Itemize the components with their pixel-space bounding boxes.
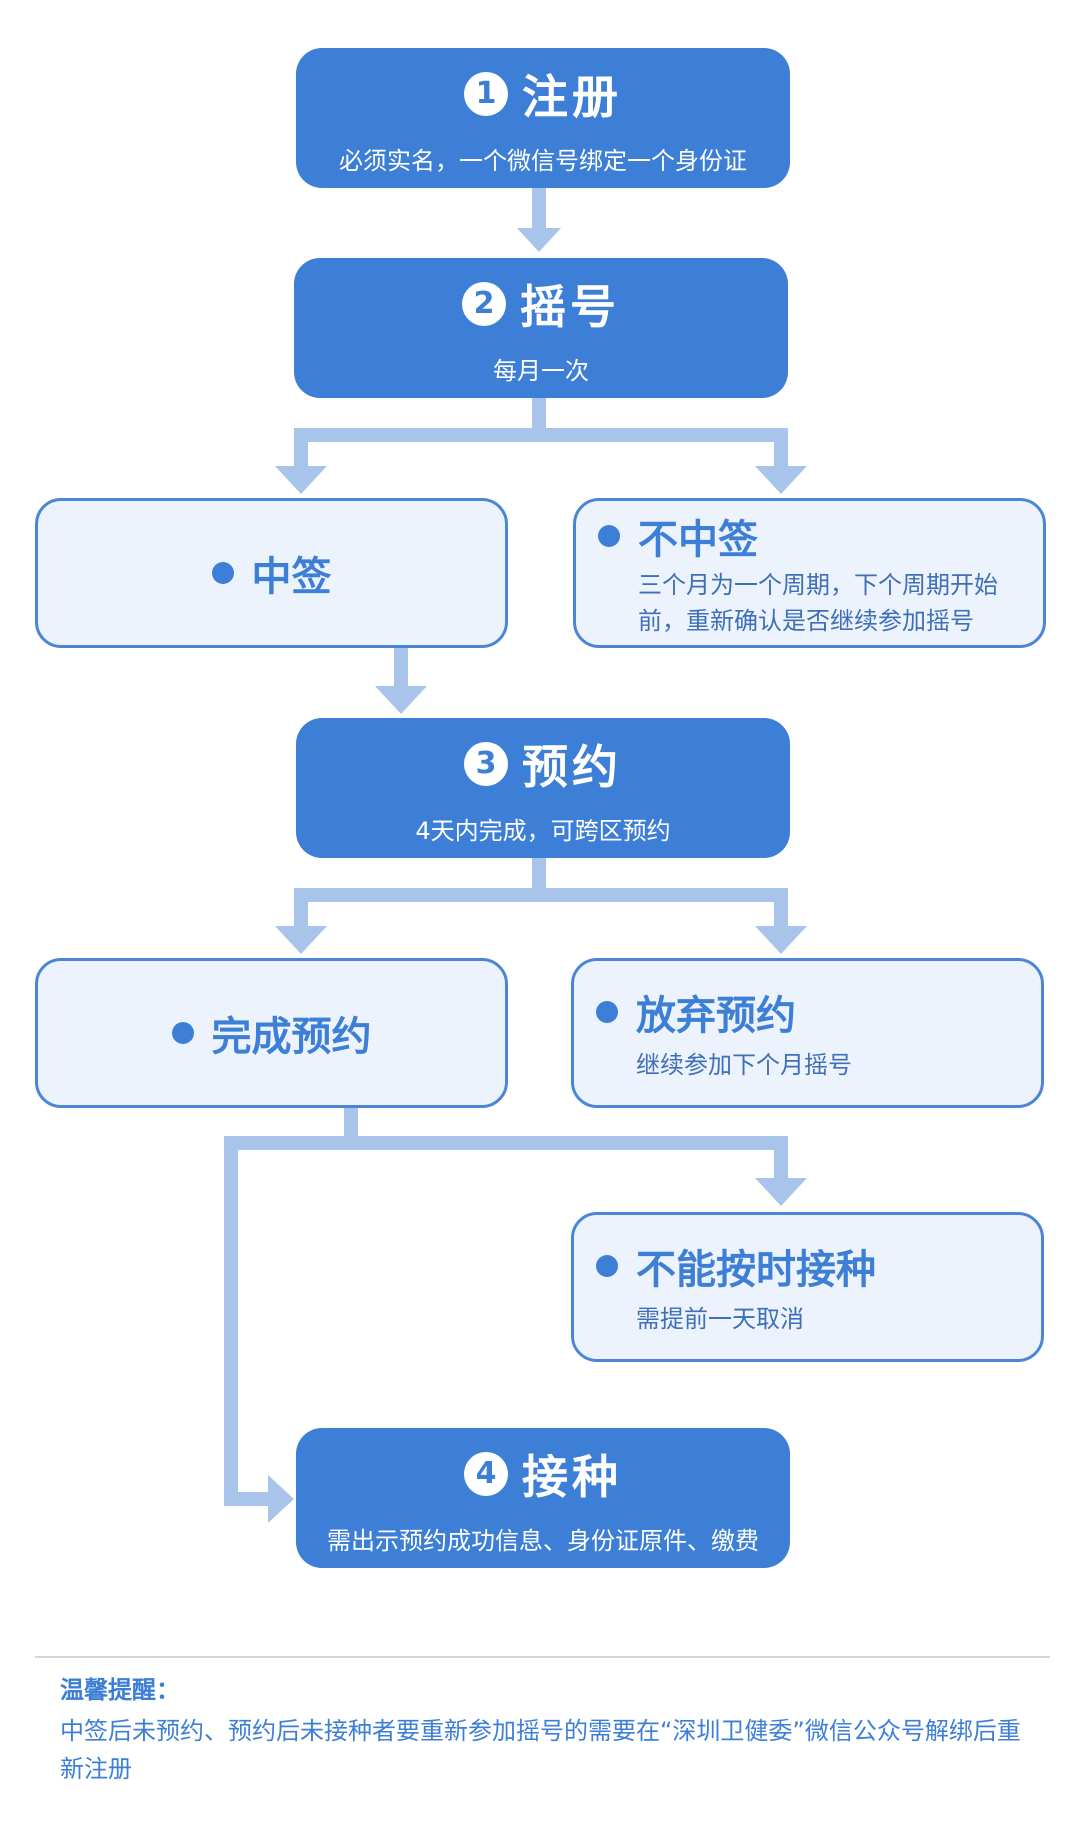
connector-zq-3 [394, 648, 408, 688]
outcome-appointment-abandoned: 放弃预约 继续参加下个月摇号 [571, 958, 1044, 1108]
step-subtitle: 每月一次 [493, 356, 589, 385]
connector-wc-left [224, 1136, 238, 1506]
step-title: 接种 [522, 1449, 622, 1504]
step-number: 2 [462, 281, 506, 326]
outcome-row: 不中签 [598, 507, 1043, 565]
outcome-title: 中签 [251, 554, 332, 600]
bullet-dot [171, 1022, 194, 1044]
step-number: 3 [464, 741, 508, 786]
step-subtitle: 4天内完成，可跨区预约 [415, 816, 671, 845]
arrow-to-step3 [375, 686, 427, 714]
step-title: 注册 [522, 69, 622, 124]
connector-to-step4 [224, 1492, 270, 1506]
connector-3-bar [294, 888, 788, 902]
outcome-title: 放弃预约 [636, 993, 796, 1039]
connector-wc-bar [224, 1136, 788, 1150]
outcome-subtitle: 三个月为一个周期，下个周期开始 [638, 571, 998, 599]
arrow-to-step2 [517, 228, 561, 252]
connector-3-left [294, 888, 308, 928]
arrow-to-wancheng [275, 926, 327, 954]
arrow-to-buzhongqian [755, 466, 807, 494]
step-vaccinate: 4 接种 需出示预约成功信息、身份证原件、缴费 [296, 1428, 790, 1568]
outcome-row: 中签 [211, 544, 332, 602]
bullet-dot [596, 1255, 618, 1277]
connector-2-right [774, 428, 788, 468]
outcome-row: 放弃预约 [596, 983, 1041, 1041]
arrow-to-buneng [755, 1178, 807, 1206]
outcome-title: 不能按时接种 [636, 1247, 876, 1293]
note-body: 中签后未预约、预约后未接种者要重新参加摇号的需要在“深圳卫健委”微信公众号解绑后… [60, 1717, 1021, 1783]
note-title: 温馨提醒： [60, 1676, 180, 1704]
outcome-subtitle: 继续参加下个月摇号 [636, 1051, 852, 1079]
bullet-dot [211, 562, 234, 584]
connector-2-bar [294, 428, 788, 442]
outcome-appointment-done: 完成预约 [35, 958, 508, 1108]
outcome-cannot-vaccinate: 不能按时接种 需提前一天取消 [571, 1212, 1044, 1362]
step-subtitle: 必须实名，一个微信号绑定一个身份证 [339, 146, 747, 175]
connector-2-left [294, 428, 308, 468]
bullet-dot [598, 525, 620, 547]
outcome-row: 完成预约 [171, 1004, 372, 1062]
note-divider [35, 1656, 1050, 1658]
step-number: 4 [464, 1451, 508, 1496]
connector-3-split [532, 858, 546, 894]
step-head: 2 摇号 [462, 271, 620, 337]
arrow-to-zhongqian [275, 466, 327, 494]
step-head: 3 预约 [464, 731, 622, 797]
outcome-row: 不能按时接种 [596, 1237, 1041, 1295]
outcome-title: 不中签 [638, 517, 758, 563]
step-title: 预约 [522, 739, 622, 794]
arrow-to-fangqi [755, 926, 807, 954]
connector-2-split [532, 398, 546, 434]
arrow-to-step4 [268, 1475, 294, 1523]
outcome-subtitle: 需提前一天取消 [636, 1305, 804, 1333]
outcome-selected: 中签 [35, 498, 508, 648]
connector-wc-right [774, 1136, 788, 1180]
step-head: 1 注册 [464, 61, 622, 127]
step-subtitle: 需出示预约成功信息、身份证原件、缴费 [327, 1526, 759, 1555]
outcome-not-selected: 不中签 三个月为一个周期，下个周期开始 前，重新确认是否继续参加摇号 [573, 498, 1046, 648]
step-head: 4 接种 [464, 1441, 622, 1507]
connector-3-right [774, 888, 788, 928]
step-appointment: 3 预约 4天内完成，可跨区预约 [296, 718, 790, 858]
outcome-title: 完成预约 [211, 1014, 372, 1060]
step-lottery: 2 摇号 每月一次 [294, 258, 788, 398]
connector-1-2 [532, 188, 546, 230]
outcome-subtitle: 前，重新确认是否继续参加摇号 [638, 607, 974, 635]
step-number: 1 [464, 71, 508, 116]
step-title: 摇号 [520, 279, 620, 334]
step-register: 1 注册 必须实名，一个微信号绑定一个身份证 [296, 48, 790, 188]
bullet-dot [596, 1001, 618, 1023]
